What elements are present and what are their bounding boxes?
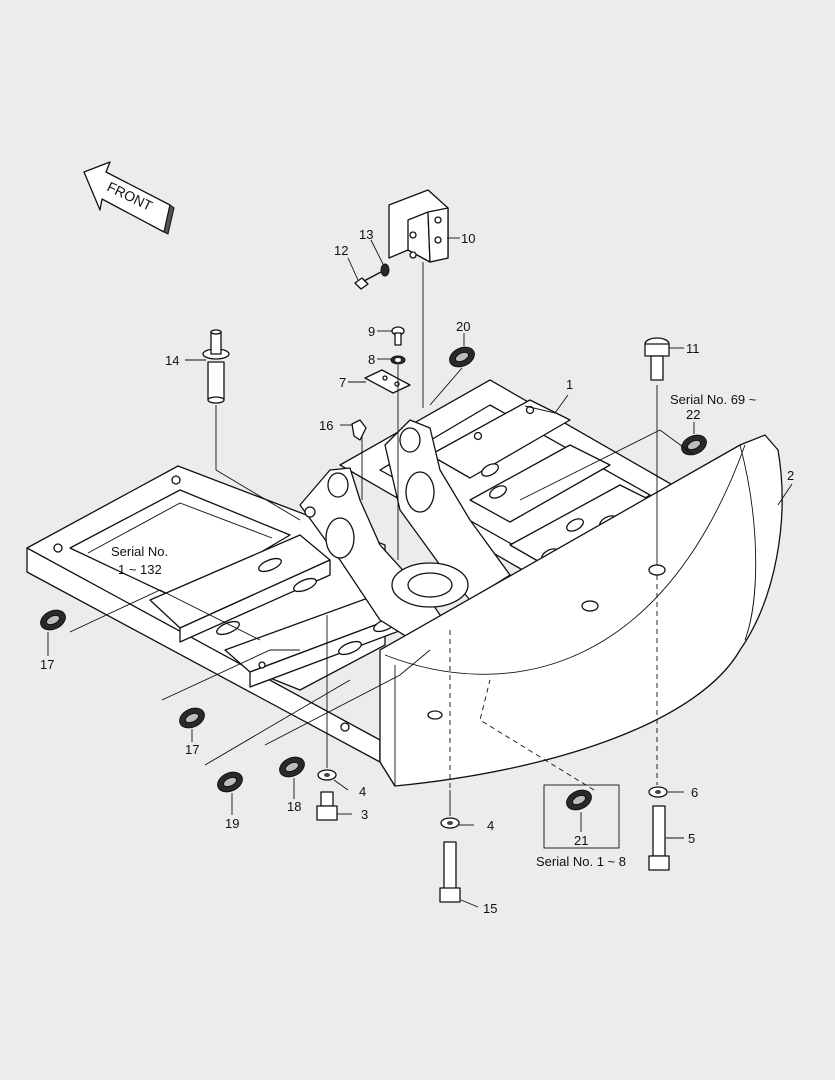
grommet-17b bbox=[179, 707, 205, 729]
callout-21: 21 bbox=[574, 833, 588, 848]
note-serial-1-8: Serial No. 1 ~ 8 bbox=[536, 854, 626, 869]
callout-7: 7 bbox=[339, 375, 346, 390]
callout-9: 9 bbox=[368, 324, 375, 339]
callout-1: 1 bbox=[566, 377, 573, 392]
callout-10: 10 bbox=[461, 231, 475, 246]
grommet-21 bbox=[566, 789, 592, 811]
note-serial-1-132-line2: 1 ~ 132 bbox=[118, 562, 162, 577]
grommet-19 bbox=[217, 771, 243, 793]
grommet-20 bbox=[449, 346, 475, 368]
callout-17b: 17 bbox=[185, 742, 199, 757]
callout-17a: 17 bbox=[40, 657, 54, 672]
note-serial-1-132-line1: Serial No. bbox=[111, 544, 168, 559]
callout-22: 22 bbox=[686, 407, 700, 422]
callout-3: 3 bbox=[361, 807, 368, 822]
serial-notes: Serial No. 1 ~ 132 Serial No. 69 ~ Seria… bbox=[111, 392, 757, 869]
callout-6: 6 bbox=[691, 785, 698, 800]
callout-19: 19 bbox=[225, 816, 239, 831]
callout-16: 16 bbox=[319, 418, 333, 433]
callout-13: 13 bbox=[359, 227, 373, 242]
serial-1-8-box bbox=[543, 784, 620, 849]
callout-2: 2 bbox=[787, 468, 794, 483]
hardware bbox=[202, 263, 670, 903]
callout-14: 14 bbox=[165, 353, 179, 368]
grommet-17a bbox=[40, 609, 66, 631]
leader-lines bbox=[47, 237, 793, 908]
callout-5: 5 bbox=[688, 831, 695, 846]
assembly-lines bbox=[69, 262, 695, 816]
callout-15: 15 bbox=[483, 901, 497, 916]
callout-18: 18 bbox=[287, 799, 301, 814]
counterweight bbox=[379, 434, 783, 787]
callout-4b: 4 bbox=[487, 818, 494, 833]
boom-bracket bbox=[299, 419, 511, 646]
callout-4a: 4 bbox=[359, 784, 366, 799]
callout-8: 8 bbox=[368, 352, 375, 367]
callout-12: 12 bbox=[334, 243, 348, 258]
note-serial-69: Serial No. 69 ~ bbox=[670, 392, 757, 407]
callout-11: 11 bbox=[686, 341, 700, 356]
grommet-18 bbox=[279, 756, 305, 778]
callouts: 1 2 3 4 4 5 6 7 8 9 10 11 12 13 14 15 16… bbox=[40, 227, 794, 916]
callout-20: 20 bbox=[456, 319, 470, 334]
front-arrow: FRONT bbox=[83, 161, 175, 235]
frame-body bbox=[26, 465, 416, 787]
grommets bbox=[40, 346, 707, 811]
part-10-bracket bbox=[388, 189, 449, 263]
